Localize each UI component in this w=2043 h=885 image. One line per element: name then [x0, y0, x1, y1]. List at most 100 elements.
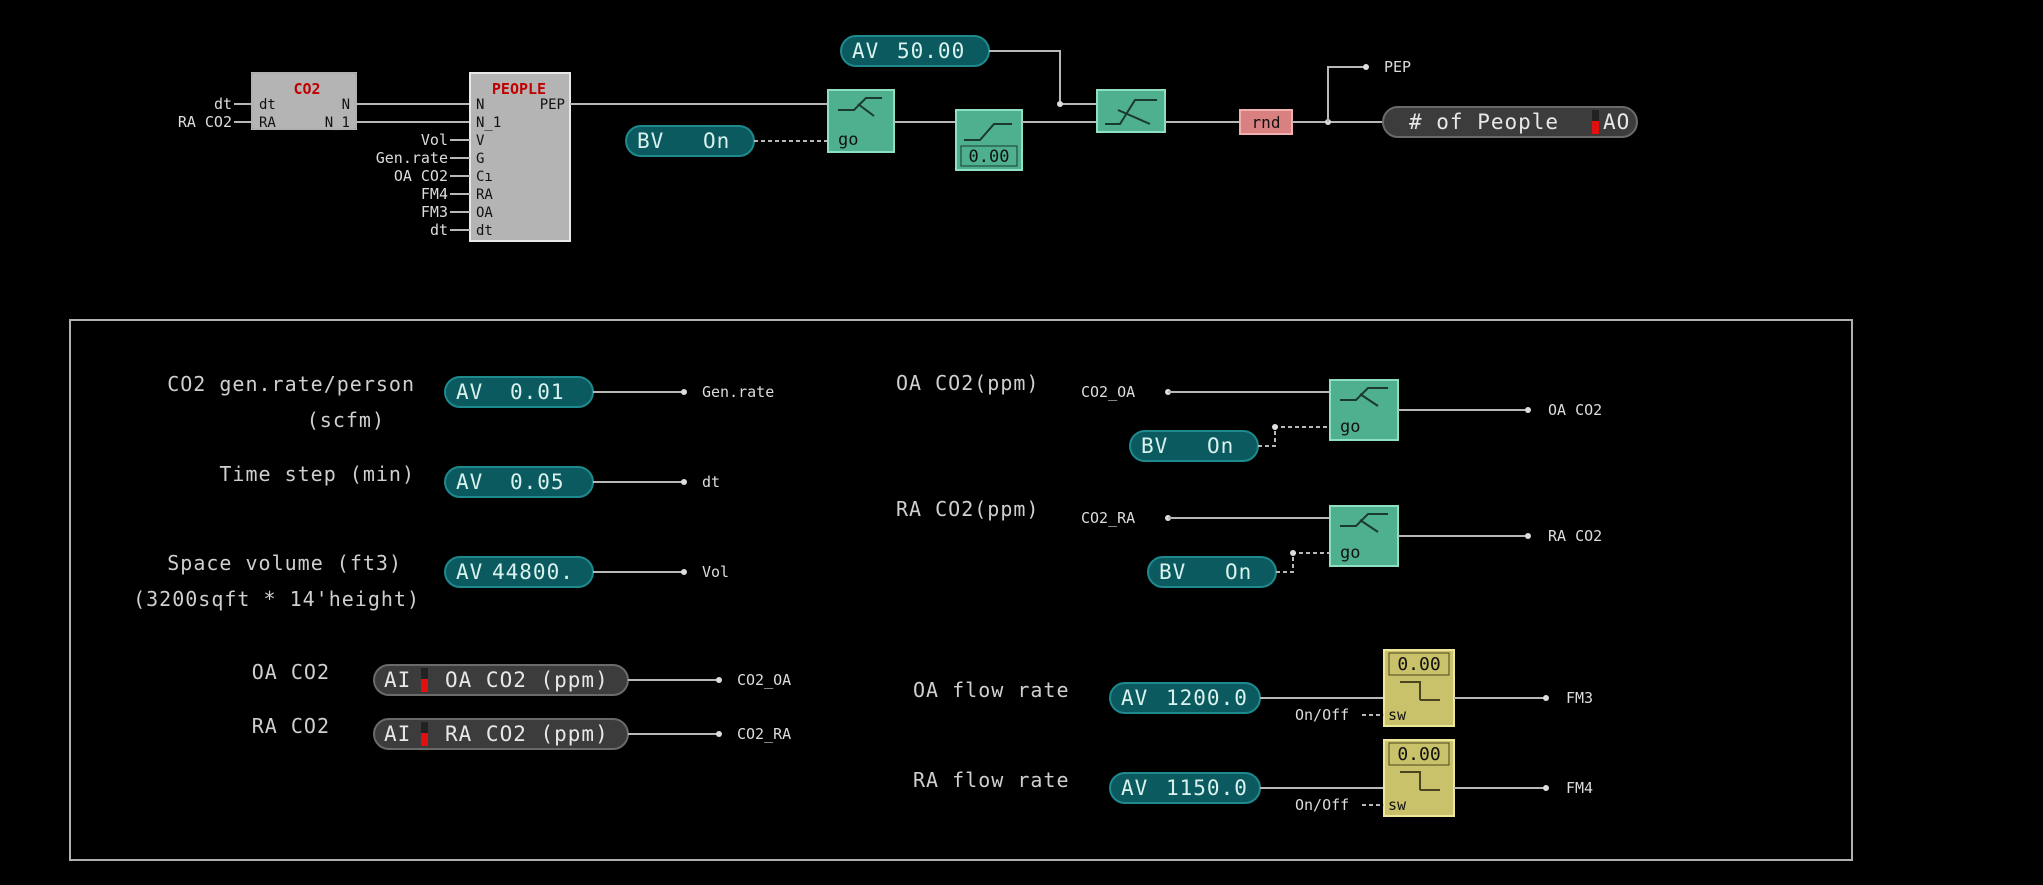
- ai-ra-co2-type: AI: [384, 722, 411, 746]
- ao-label: # of People: [1409, 110, 1559, 134]
- sw-oa-flow[interactable]: 0.00 sw: [1383, 649, 1455, 727]
- ra-switch-desc: RA CO2(ppm): [896, 497, 1039, 521]
- people-block-title: PEOPLE: [492, 80, 546, 98]
- co2-pin-ra: RA: [259, 115, 276, 131]
- people-ext-fm4-label: FM4: [421, 185, 448, 203]
- people-ext-dt-label: dt: [430, 221, 448, 239]
- people-pin-v: V: [476, 133, 485, 149]
- av-volume[interactable]: AV 44800.: [444, 556, 594, 588]
- co2-ext-ra-co2-label: RA CO2: [178, 113, 232, 131]
- sw-oa-label: sw: [1388, 706, 1407, 724]
- ra-co2-ai-desc: RA CO2: [252, 714, 330, 738]
- co2-oa-out-label: CO2_OA: [737, 671, 791, 689]
- sw-ra-value: 0.00: [1397, 744, 1440, 765]
- people-pin-n: N: [476, 97, 484, 113]
- av-oa-flow[interactable]: AV 1200.0: [1109, 682, 1261, 714]
- ra-flow-desc: RA flow rate: [913, 768, 1070, 792]
- people-ext-vol-label: Vol: [421, 131, 448, 149]
- bv-oa-value: On: [1207, 434, 1234, 458]
- co2-pin-dt: dt: [259, 97, 276, 113]
- sw-ra-label: sw: [1388, 796, 1407, 814]
- oa-flow-desc: OA flow rate: [913, 678, 1070, 702]
- go-switch-oa-label: go: [1340, 417, 1360, 437]
- bv-ra-type: BV: [1159, 560, 1186, 584]
- av-genrate-type: AV: [456, 380, 483, 404]
- round-block[interactable]: rnd: [1239, 109, 1293, 135]
- bv-oa-type: BV: [1141, 434, 1168, 458]
- people-ext-oaco2-label: OA CO2: [394, 167, 448, 185]
- av-ra-flow[interactable]: AV 1150.0: [1109, 772, 1261, 804]
- oa-switch-desc: OA CO2(ppm): [896, 371, 1039, 395]
- av-50-type: AV: [852, 39, 879, 63]
- ai-oa-co2-type: AI: [384, 668, 411, 692]
- av-50-setpoint[interactable]: AV 50.00: [840, 35, 990, 67]
- bv-top-type: BV: [637, 129, 664, 153]
- sw-oa-value: 0.00: [1397, 654, 1440, 675]
- av-volume-value: 44800.: [492, 560, 574, 584]
- av-timestep-type: AV: [456, 470, 483, 494]
- co2-pin-n: N: [342, 97, 350, 113]
- people-block[interactable]: PEOPLE N N_1 V G Cı RA OA dt PEP: [469, 72, 571, 242]
- sw-ra-flow[interactable]: 0.00 sw: [1383, 739, 1455, 817]
- co2-block[interactable]: CO2 dt RA N N_1: [251, 72, 357, 131]
- oa-switch-out-label: OA CO2: [1548, 401, 1602, 419]
- people-ext-fm3-label: FM3: [421, 203, 448, 221]
- ao-number-of-people[interactable]: # of People AO: [1382, 106, 1638, 138]
- round-block-label: rnd: [1252, 113, 1281, 132]
- go-switch-ra-label: go: [1340, 543, 1360, 563]
- limiter-block[interactable]: [1096, 89, 1166, 133]
- ramp-value: 0.00: [969, 147, 1010, 167]
- fm4-out-label: FM4: [1566, 779, 1593, 797]
- go-switch-oa[interactable]: go: [1329, 379, 1399, 441]
- av-genrate[interactable]: AV 0.01: [444, 376, 594, 408]
- people-pin-n1: N_1: [476, 115, 501, 131]
- ra-switch-out-label: RA CO2: [1548, 527, 1602, 545]
- go-switch-top[interactable]: go: [827, 89, 895, 153]
- people-pin-ra: RA: [476, 187, 493, 203]
- av-ra-flow-value: 1150.0: [1166, 776, 1248, 800]
- av-genrate-value: 0.01: [510, 380, 565, 404]
- ai-ra-co2-label: RA CO2 (ppm): [445, 722, 609, 746]
- co2-block-title: CO2: [293, 80, 320, 98]
- co2-pin-n1: N_1: [325, 115, 350, 131]
- bv-ra-toggle[interactable]: BV On: [1147, 556, 1277, 588]
- ra-switch-in-label: CO2_RA: [1081, 509, 1135, 527]
- av-oa-flow-type: AV: [1121, 686, 1148, 710]
- bv-ra-value: On: [1225, 560, 1252, 584]
- oa-switch-in-label: CO2_OA: [1081, 383, 1135, 401]
- sw-oa-onoff-label: On/Off: [1295, 706, 1349, 724]
- av-timestep[interactable]: AV 0.05: [444, 466, 594, 498]
- ao-type: AO: [1603, 110, 1630, 134]
- ramp-block[interactable]: 0.00: [955, 109, 1023, 171]
- av-timestep-value: 0.05: [510, 470, 565, 494]
- av-50-value: 50.00: [897, 39, 965, 63]
- co2-ra-out-label: CO2_RA: [737, 725, 791, 743]
- volume-desc-detail: (3200sqft * 14'height): [133, 587, 420, 611]
- av-volume-type: AV: [456, 560, 483, 584]
- bv-oa-toggle[interactable]: BV On: [1129, 430, 1259, 462]
- bv-top-value: On: [703, 129, 730, 153]
- timestep-out-label: dt: [702, 473, 720, 491]
- genrate-desc: CO2 gen.rate/person: [167, 372, 415, 396]
- people-pin-dt: dt: [476, 223, 493, 239]
- people-pin-oa: OA: [476, 205, 493, 221]
- co2-ext-dt-label: dt: [214, 95, 232, 113]
- oa-co2-ai-desc: OA CO2: [252, 660, 330, 684]
- people-pin-g: G: [476, 151, 484, 167]
- go-switch-ra[interactable]: go: [1329, 505, 1399, 567]
- people-pin-pep: PEP: [540, 97, 565, 113]
- fm3-out-label: FM3: [1566, 689, 1593, 707]
- timestep-desc: Time step (min): [219, 462, 415, 486]
- bv-top-toggle[interactable]: BV On: [625, 125, 755, 157]
- ai-oa-co2-label: OA CO2 (ppm): [445, 668, 609, 692]
- ai-ra-co2[interactable]: AI RA CO2 (ppm): [373, 718, 629, 750]
- genrate-out-label: Gen.rate: [702, 383, 774, 401]
- ai-oa-co2[interactable]: AI OA CO2 (ppm): [373, 664, 629, 696]
- people-pin-ci: Cı: [476, 169, 493, 185]
- genrate-desc-unit: (scfm): [307, 408, 385, 432]
- config-panel-frame: [69, 319, 1853, 861]
- av-oa-flow-value: 1200.0: [1166, 686, 1248, 710]
- go-switch-top-label: go: [838, 130, 858, 150]
- av-ra-flow-type: AV: [1121, 776, 1148, 800]
